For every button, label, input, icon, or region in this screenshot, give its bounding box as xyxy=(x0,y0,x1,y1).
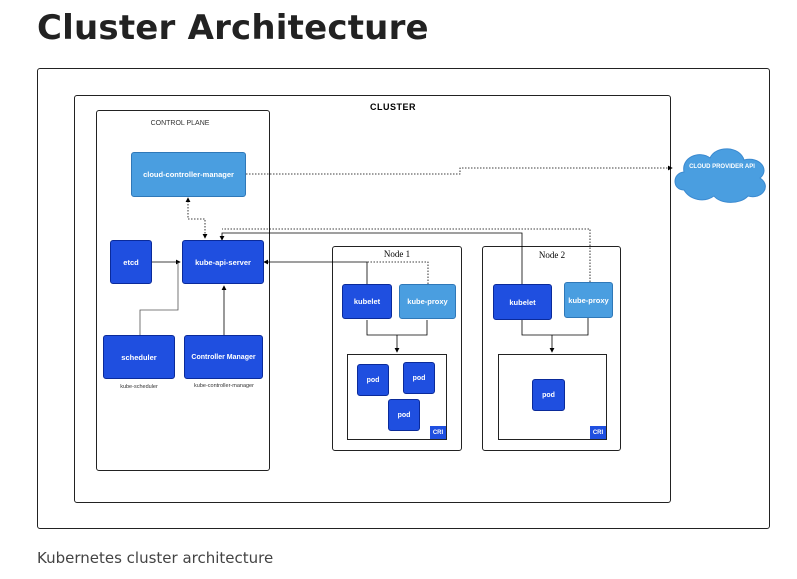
figure-caption: Kubernetes cluster architecture xyxy=(37,549,274,567)
node-2-cri-badge: CRI xyxy=(590,426,606,439)
node-1-cri-badge: CRI xyxy=(430,426,446,439)
scheduler-api-connector xyxy=(139,262,179,335)
cluster-label: CLUSTER xyxy=(370,102,416,112)
node-1-pod-1: pod xyxy=(357,364,389,396)
control-plane-label: CONTROL PLANE xyxy=(150,120,210,127)
page-title: Cluster Architecture xyxy=(37,8,429,48)
ccm-to-cloud-connector xyxy=(246,165,673,175)
node-1-label: Node 1 xyxy=(383,249,411,259)
cloud-provider-label: CLOUD PROVIDER API xyxy=(689,164,755,170)
node-1-pod-3: pod xyxy=(388,399,420,431)
scheduler-caption: kube-scheduler xyxy=(120,384,158,390)
ccm-api-connector xyxy=(185,197,208,239)
controller-manager-box: Controller Manager xyxy=(184,335,263,379)
diagram-frame xyxy=(37,68,770,529)
node-2-pod-1: pod xyxy=(532,379,565,411)
cloud-provider-icon xyxy=(674,148,766,203)
cloud-controller-manager-box: cloud-controller-manager xyxy=(131,152,246,197)
node-2-label: Node 2 xyxy=(538,250,566,260)
node2-runtime-connector xyxy=(521,318,589,352)
kube-api-server-box: kube-api-server xyxy=(182,240,264,284)
node1-kubelet-api-connector xyxy=(263,259,368,284)
node1-proxy-api-connector xyxy=(367,261,429,284)
node-2-kube-proxy-box: kube-proxy xyxy=(564,282,613,318)
node-1-kube-proxy-box: kube-proxy xyxy=(399,284,456,319)
controller-manager-caption: kube-controller-manager xyxy=(194,383,254,389)
node1-runtime-connector xyxy=(366,320,428,352)
node-2-kubelet-box: kubelet xyxy=(493,284,552,320)
scheduler-box: scheduler xyxy=(103,335,175,379)
etcd-box: etcd xyxy=(110,240,152,284)
node-1-kubelet-box: kubelet xyxy=(342,284,392,319)
node2-proxy-api-connector xyxy=(222,228,591,282)
node2-kubelet-api-connector xyxy=(219,232,523,285)
node-1-pod-2: pod xyxy=(403,362,435,394)
